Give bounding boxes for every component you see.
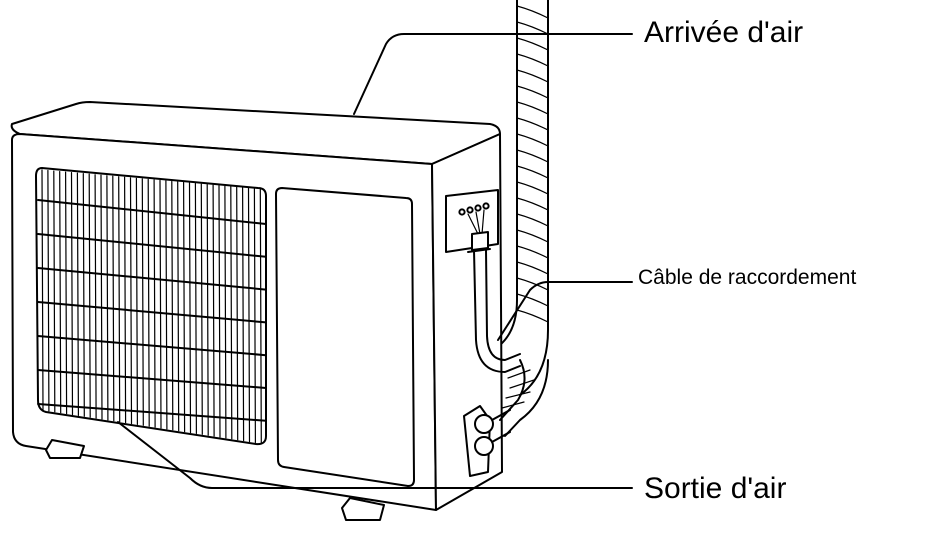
- grille-fin: [82, 173, 85, 417]
- grille-fin: [165, 180, 168, 430]
- sleeve-ring: [516, 197, 549, 211]
- air-inlet-label: Arrivée d'air: [644, 16, 804, 49]
- air-inlet-leader: [353, 33, 633, 115]
- sleeve-ring: [516, 229, 549, 243]
- grille-bar: [37, 369, 267, 389]
- sleeve-ring: [516, 261, 549, 275]
- fan-grille: [35, 167, 267, 446]
- grille-fin: [236, 186, 239, 441]
- grille-fin: [112, 175, 115, 422]
- grille-fin: [212, 184, 215, 437]
- grille-fin: [247, 187, 251, 443]
- sleeve-ring: [516, 101, 549, 115]
- grille-fin: [224, 185, 227, 439]
- grille-fin: [70, 172, 74, 416]
- grille-fin: [171, 180, 174, 431]
- sleeve-ring: [516, 21, 549, 35]
- sleeve-ring: [516, 309, 549, 323]
- sleeve-ring: [516, 293, 549, 307]
- grille-fin: [135, 177, 138, 425]
- grille-fin: [194, 182, 197, 434]
- grille-fin: [230, 186, 233, 440]
- sleeve-ring: [516, 85, 549, 99]
- connecting-cable: [473, 249, 521, 373]
- sleeve-ring: [516, 245, 549, 259]
- grille-fin: [129, 177, 133, 425]
- service-valves: [463, 405, 511, 477]
- grille-fin: [206, 183, 209, 436]
- grille-fin: [259, 188, 262, 444]
- grille-fin: [242, 187, 245, 442]
- sleeve-ring: [516, 5, 549, 19]
- sleeve-ring: [516, 165, 549, 179]
- sleeve-ring: [516, 149, 549, 163]
- grille-fin: [64, 171, 68, 415]
- grille-bar: [37, 403, 267, 422]
- grille-fin: [159, 179, 162, 429]
- grille-fin: [123, 176, 127, 424]
- grille-fin: [106, 175, 109, 421]
- grille-fin: [188, 182, 192, 434]
- sleeve-ring: [516, 181, 549, 195]
- air-outlet-label: Sortie d'air: [644, 472, 787, 505]
- sleeve-ring: [516, 133, 549, 147]
- sleeve-ring: [516, 53, 549, 67]
- air-outlet-leader: [117, 421, 633, 489]
- terminal-box: [445, 189, 499, 253]
- grille-fin: [118, 176, 121, 423]
- grille-bar: [37, 267, 267, 291]
- unit-body: [10, 101, 503, 521]
- connecting-cable-label: Câble de raccordement: [638, 266, 857, 289]
- grille-fin: [100, 174, 103, 420]
- sleeve-ring: [516, 277, 549, 291]
- grille-bar: [37, 335, 267, 357]
- grille-fin: [183, 181, 186, 433]
- grille-fin: [177, 181, 180, 432]
- grille-bar: [37, 233, 267, 258]
- sleeve-ring: [516, 37, 549, 51]
- grille-fin: [94, 174, 97, 419]
- grille-fin: [147, 178, 150, 427]
- sleeve-ring: [516, 213, 549, 227]
- grille-fin: [200, 183, 203, 435]
- sleeve-ring: [516, 69, 549, 83]
- grille-bar: [37, 199, 267, 225]
- sleeve-ring: [516, 117, 549, 131]
- grille-bar: [37, 301, 267, 324]
- refrigerant-pipes: [499, 359, 549, 437]
- pipe-sleeve: [499, 0, 549, 396]
- grille-fin: [218, 185, 221, 438]
- grille-fin: [76, 172, 80, 416]
- grille-fin: [88, 173, 91, 418]
- grille-fin: [253, 188, 256, 443]
- grille-fin: [141, 178, 144, 426]
- connecting-cable-leader: [497, 281, 633, 341]
- grille-fin: [153, 179, 156, 428]
